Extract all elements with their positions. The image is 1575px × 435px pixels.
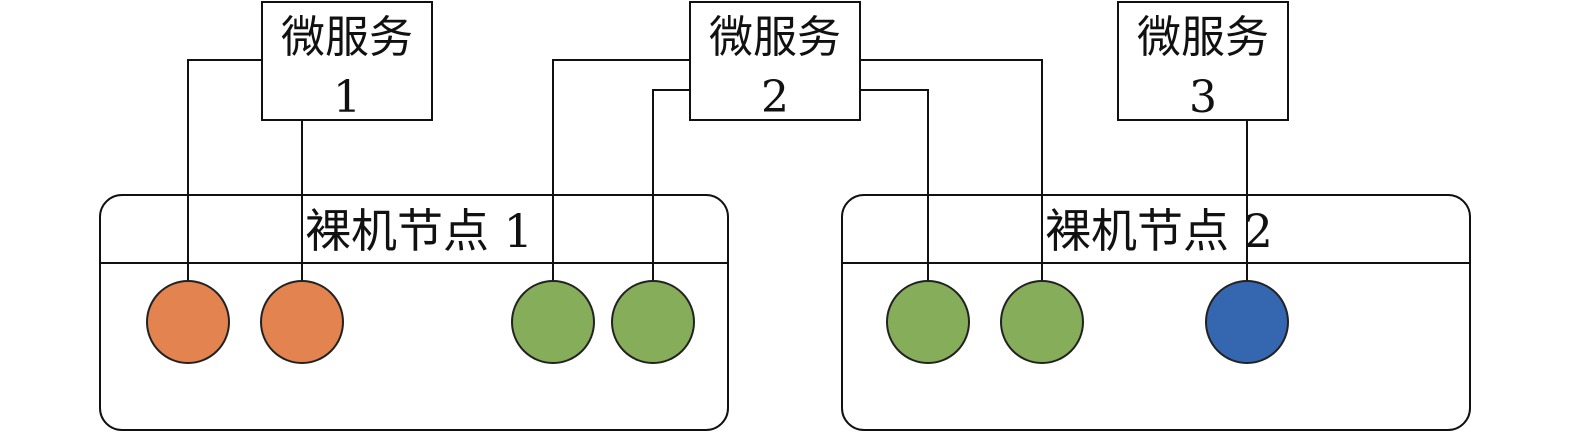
node-2-title: 裸机节点 2: [1045, 204, 1273, 258]
instance-ms2-b: [611, 280, 695, 364]
node-1-title: 裸机节点 1: [305, 204, 533, 258]
microservice-3-label-line2: 3: [1189, 72, 1217, 123]
node-1-frame: [99, 194, 729, 431]
microservice-1-box: [261, 1, 433, 121]
connector-ms2-green-4: [860, 59, 1043, 322]
microservice-3: 微服务 3: [1117, 1, 1289, 123]
instance-ms3-a: [1205, 280, 1289, 364]
microservice-2-label-line2: 2: [761, 72, 789, 123]
microservice-1-label-line2: 1: [333, 72, 361, 123]
microservice-2-box: [689, 1, 861, 121]
instance-ms2-a: [511, 280, 595, 364]
microservice-1: 微服务 1: [261, 1, 433, 123]
connector-ms2-green-1: [552, 59, 690, 322]
instance-ms2-d: [1000, 280, 1084, 364]
instance-ms1-b: [260, 280, 344, 364]
connector-ms2-green-2: [652, 89, 690, 322]
microservice-3-label-line1: 微服务: [1137, 12, 1269, 63]
service-instances: [146, 280, 1289, 364]
microservice-3-box: [1117, 1, 1289, 121]
connector-ms2-green-3: [860, 89, 929, 322]
instance-ms1-a: [146, 280, 230, 364]
microservice-1-label-line1: 微服务: [281, 12, 413, 63]
connectors: [187, 59, 1248, 322]
connector-ms1-orange-1: [187, 59, 262, 322]
node-2-frame: [841, 194, 1471, 431]
bare-metal-node-1: 裸机节点 1: [99, 194, 729, 431]
microservice-2: 微服务 2: [689, 1, 861, 123]
instance-ms2-c: [886, 280, 970, 364]
bare-metal-node-2: 裸机节点 2: [841, 194, 1471, 431]
microservice-2-label-line1: 微服务: [709, 12, 841, 63]
